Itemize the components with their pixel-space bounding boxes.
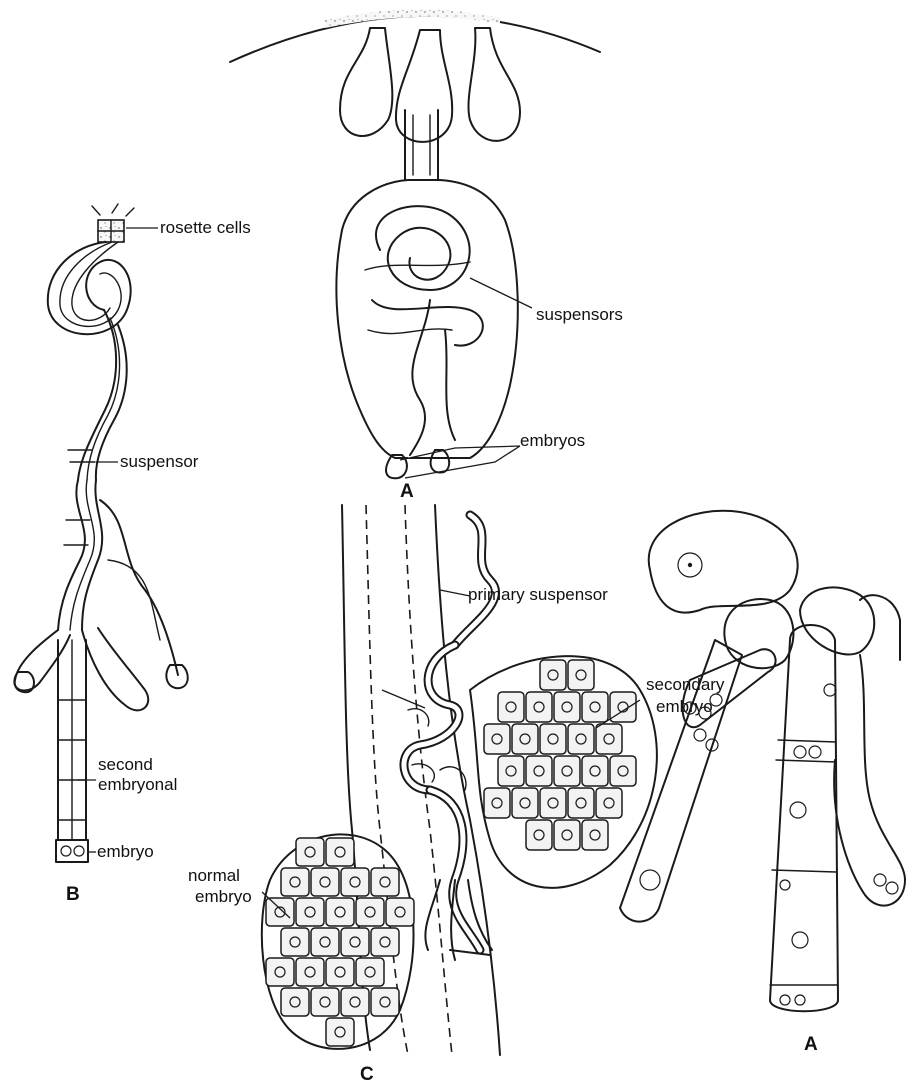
embryo-cell [568, 724, 594, 754]
apical-cell [649, 511, 798, 613]
embryo-cell [526, 692, 552, 722]
embryo-cell [296, 898, 324, 926]
embryo-cell [596, 724, 622, 754]
embryo-cell [484, 788, 510, 818]
embryo-cell [610, 756, 636, 786]
panel-a-archegonium: suspensors embryos A [230, 9, 623, 502]
embryo-cell [341, 868, 369, 896]
embryo-cell [526, 820, 552, 850]
secondary-embryo-mass [470, 656, 657, 888]
embryo-cell [296, 958, 324, 986]
leader-suspensors [470, 278, 532, 308]
leader-coil-arrow [382, 690, 425, 708]
embryo-cell [371, 868, 399, 896]
embryo-cell [610, 692, 636, 722]
embryo-cell [568, 788, 594, 818]
embryo-cell [526, 756, 552, 786]
embryo-cell [266, 958, 294, 986]
panel-label-c: C [360, 1064, 374, 1085]
embryo-cell [281, 988, 309, 1016]
embryo-cell [498, 756, 524, 786]
embryo-cell [281, 868, 309, 896]
embryo-cell [341, 928, 369, 956]
embryo-cell [326, 898, 354, 926]
panel-label-b: B [66, 884, 80, 905]
label-suspensor-b: suspensor [120, 452, 199, 471]
embryo-cell [326, 958, 354, 986]
embryo-cell [266, 898, 294, 926]
embryo-cell [540, 660, 566, 690]
embryo-cell [582, 692, 608, 722]
panel-label-a-right: A [804, 1034, 818, 1055]
ovule-apex-stipple [325, 9, 500, 28]
suspensor-neck-inner [413, 115, 430, 175]
label-primary-suspensor: primary suspensor [468, 585, 608, 604]
normal-embryo-mass [262, 834, 414, 1049]
embryo-cell [356, 958, 384, 986]
embryo-cell [568, 660, 594, 690]
ovule-apex-curve [230, 16, 600, 62]
suspensor-neck [405, 110, 438, 180]
label-embryonal: embryonal [98, 775, 177, 794]
embryo-cell [554, 692, 580, 722]
label-normal: normal [188, 866, 240, 885]
label-suspensors: suspensors [536, 305, 623, 324]
secondary-embryo-cells [484, 660, 636, 850]
embryo-tips [386, 450, 449, 478]
leader-primary-suspensor [440, 590, 470, 596]
embryo-cell [512, 724, 538, 754]
label-second: second [98, 755, 153, 774]
embryo-cell [326, 838, 354, 866]
embryo-cell [326, 1018, 354, 1046]
label-embryos: embryos [520, 431, 585, 450]
embryo-cell [386, 898, 414, 926]
embryo-cell [311, 928, 339, 956]
embryo-cell [484, 724, 510, 754]
coiled-suspensors [365, 206, 483, 455]
embryo-cell [296, 838, 324, 866]
embryo-cell [540, 788, 566, 818]
panel-a-right-tubes: A [620, 511, 905, 1055]
embryo-cell [554, 820, 580, 850]
embryo-cell [281, 928, 309, 956]
label-rosette-cells: rosette cells [160, 218, 251, 237]
panel-b-suspensor: rosette cells [14, 204, 250, 905]
embryo-cell [371, 988, 399, 1016]
tube-right [834, 655, 905, 906]
panel-label-a-top: A [400, 481, 414, 502]
embryo-cell [512, 788, 538, 818]
label-embryo-b: embryo [97, 842, 154, 861]
leader-embryos [400, 446, 520, 478]
archegonium-left [340, 28, 392, 136]
rosette-cells [92, 204, 134, 242]
embryo-cell [371, 928, 399, 956]
embryo-cell [540, 724, 566, 754]
panel-c-embryos: primary suspensor secondary embryo norma… [188, 505, 725, 1085]
embryo-cell [498, 692, 524, 722]
embryo-cell [596, 788, 622, 818]
label-normal-embryo: embryo [195, 887, 252, 906]
normal-embryo-cells [266, 838, 414, 1046]
embryo-cell [582, 820, 608, 850]
embryo-cell [311, 868, 339, 896]
embryo-cell [554, 756, 580, 786]
embryo-cell [341, 988, 369, 1016]
tube-center [770, 625, 838, 1011]
archegonium-right [468, 28, 520, 141]
embryo-cell [311, 988, 339, 1016]
embryo-cell [356, 898, 384, 926]
embryo-cell [582, 756, 608, 786]
